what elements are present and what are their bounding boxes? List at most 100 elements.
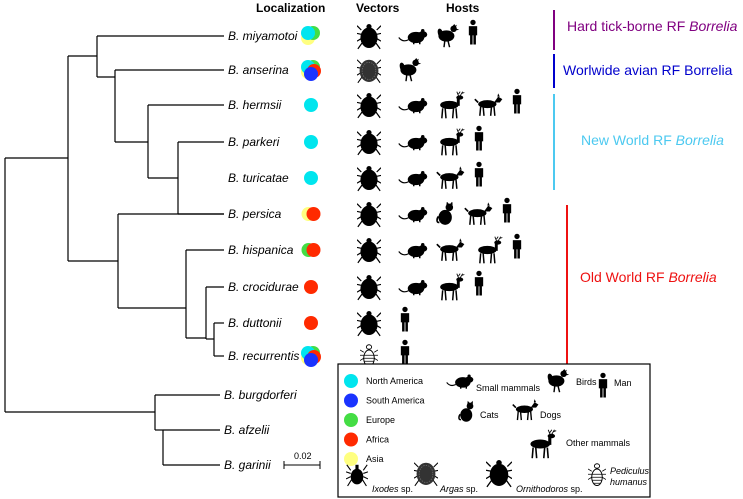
group-label: Worlwide avian RF Borrelia	[563, 62, 733, 78]
legend-region-dot	[344, 452, 358, 466]
deer-icon	[477, 235, 504, 265]
species-labels: B. miyamotoi B. anserina B. hermsii B. p…	[224, 29, 299, 472]
tick-icon	[357, 310, 381, 337]
bird-icon	[436, 23, 460, 48]
dog-icon	[474, 93, 504, 117]
legend-ornithodoros: Ornithodoros sp.	[516, 484, 583, 494]
species-label: B. crocidurae	[228, 280, 299, 294]
localization-dots	[301, 60, 321, 81]
legend-region-label: Europe	[366, 415, 395, 425]
rodent-icon	[398, 170, 428, 187]
deer-icon	[439, 272, 466, 302]
localization-header: Localization	[256, 1, 325, 15]
scale-bar-label: 0.02	[294, 451, 312, 461]
species-label: B. hermsii	[228, 98, 282, 112]
localization-dots	[301, 207, 321, 221]
dog-icon	[464, 202, 494, 226]
region-dot	[301, 26, 315, 40]
region-dot	[304, 67, 318, 81]
hosts-header: Hosts	[446, 1, 480, 15]
man-icon	[512, 88, 522, 114]
legend-region-dot	[344, 432, 358, 447]
tick-icon	[357, 201, 381, 228]
group-label: Old World RF Borrelia	[580, 269, 717, 285]
dog-icon	[436, 166, 466, 190]
phylogenetic-tree	[4, 35, 224, 466]
region-dot	[306, 243, 321, 257]
rodent-icon	[398, 279, 428, 296]
legend-birds: Birds	[576, 377, 597, 387]
legend-region-dot	[344, 374, 358, 388]
rodent-icon	[398, 134, 428, 151]
legend-region-label: Africa	[366, 435, 389, 445]
localization-dots	[301, 243, 321, 257]
legend-region-label: Asia	[366, 454, 384, 464]
localization-dots	[304, 280, 318, 294]
species-label: B. turicatae	[228, 171, 289, 185]
legend-argas: Argas sp.	[439, 484, 478, 494]
dog-icon	[436, 238, 466, 262]
man-icon	[400, 339, 410, 365]
species-label: B. afzelii	[224, 423, 270, 437]
legend-region-label: North America	[366, 376, 423, 386]
localization-dots	[304, 316, 318, 330]
tick-icon	[357, 165, 381, 192]
legend-region-label: South America	[366, 396, 425, 406]
region-dot	[304, 316, 318, 330]
tick-icon	[357, 92, 381, 119]
region-dot	[304, 280, 318, 294]
argas-tick-icon	[414, 462, 438, 487]
legend-cats: Cats	[480, 410, 499, 420]
localization-dots	[304, 98, 318, 112]
man-icon	[468, 19, 478, 45]
group-annotations: Hard tick-borne RF Borrelia Worlwide avi…	[553, 10, 738, 366]
tick-icon	[357, 274, 381, 301]
deer-icon	[439, 127, 466, 157]
legend-small-mammals: Small mammals	[476, 383, 541, 393]
region-dot	[304, 353, 318, 367]
bird-icon	[398, 57, 422, 82]
legend-man: Man	[614, 378, 632, 388]
louse-icon	[360, 344, 378, 367]
legend-region-dot	[344, 393, 358, 408]
man-icon	[400, 306, 410, 332]
species-label: B. parkeri	[228, 135, 280, 149]
rodent-icon	[398, 97, 428, 114]
cat-icon	[436, 202, 454, 226]
man-icon	[512, 233, 522, 259]
species-label: B. miyamotoi	[228, 29, 298, 43]
group-label: New World RF Borrelia	[581, 132, 724, 148]
rodent-icon	[398, 28, 428, 45]
legend-region-dot	[344, 413, 358, 427]
deer-icon	[439, 90, 466, 120]
man-icon	[474, 161, 484, 187]
species-rows	[301, 19, 522, 367]
legend-pediculus: Pediculus	[610, 466, 650, 476]
species-label: B. hispanica	[228, 243, 294, 257]
scale-bar: 0.02	[283, 451, 321, 469]
species-label: B. recurrentis	[228, 349, 299, 363]
species-label: B. persica	[228, 207, 282, 221]
species-label: B. garinii	[224, 458, 271, 472]
region-dot	[304, 98, 318, 112]
legend-humanus: humanus	[610, 477, 648, 487]
localization-dots	[301, 346, 321, 367]
region-dot	[304, 135, 318, 149]
man-icon	[502, 197, 512, 223]
species-label: B. anserina	[228, 63, 289, 77]
vectors-header: Vectors	[356, 1, 400, 15]
man-icon	[474, 125, 484, 151]
localization-dots	[301, 26, 320, 45]
region-dot	[304, 171, 318, 185]
legend-dogs: Dogs	[540, 410, 562, 420]
localization-dots	[304, 135, 318, 149]
legend-ixodes: Ixodes sp.	[372, 484, 413, 494]
rodent-icon	[398, 206, 428, 223]
region-dot	[306, 207, 321, 221]
legend-other-mammals: Other mammals	[566, 438, 631, 448]
species-label: B. duttonii	[228, 316, 282, 330]
species-label: B. burgdorferi	[224, 388, 297, 402]
